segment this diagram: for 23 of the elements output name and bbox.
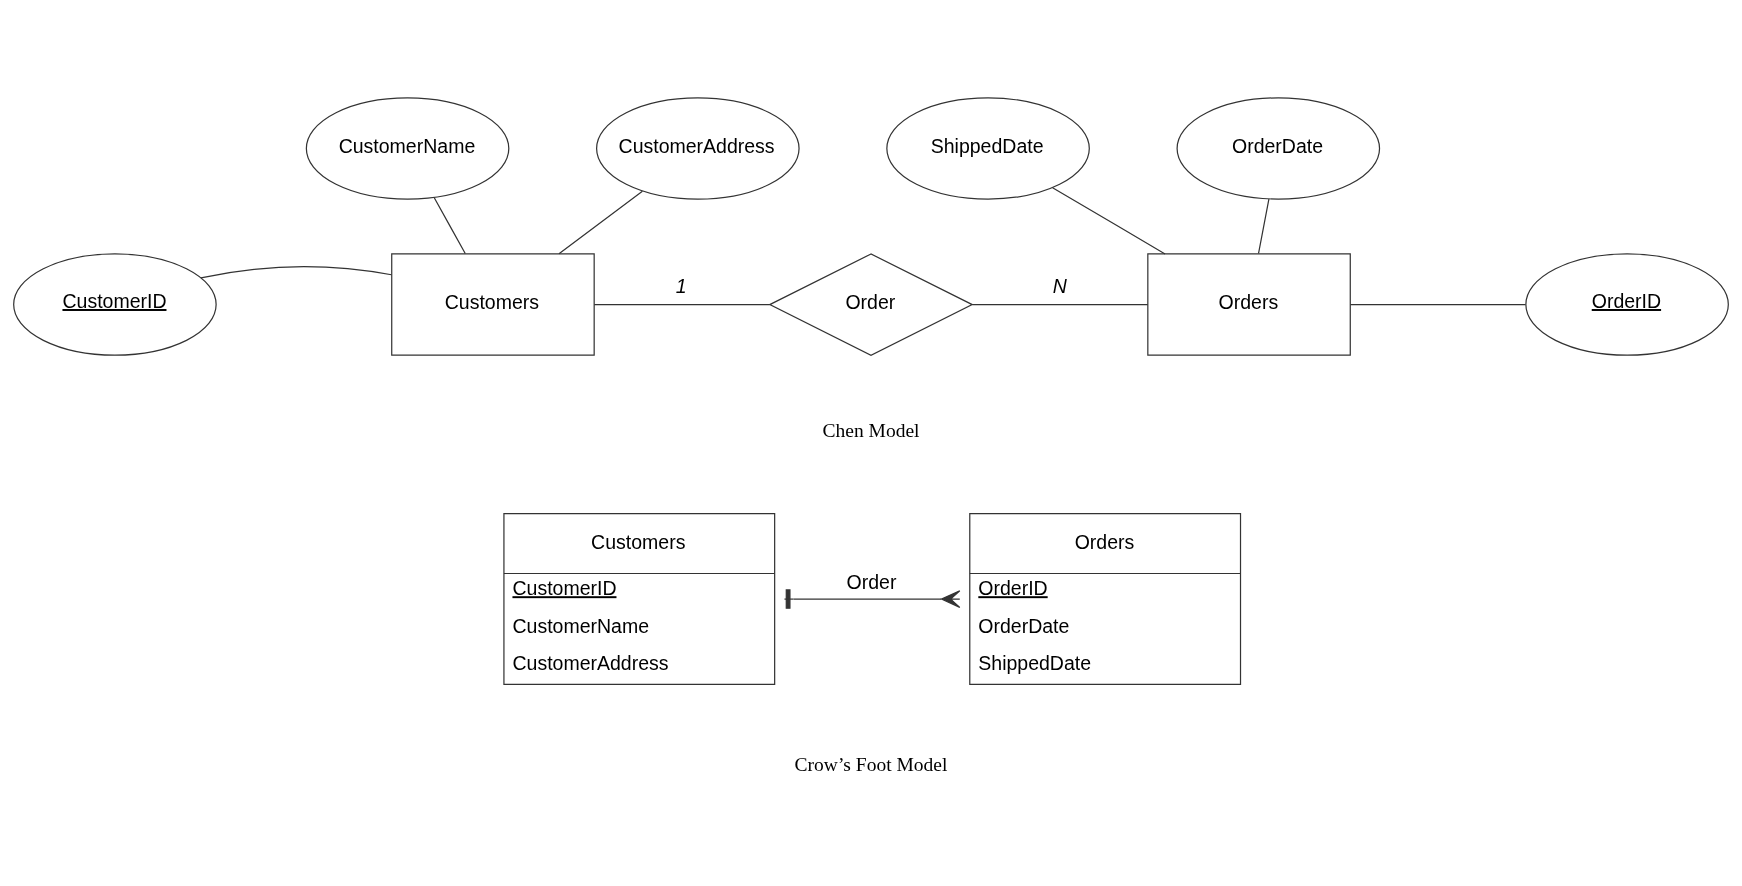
connector — [593, 303, 771, 306]
connector — [971, 303, 1149, 306]
connector — [1257, 198, 1270, 255]
node-ellipse: OrderDate — [1176, 97, 1381, 200]
node-ellipse: CustomerName — [305, 97, 510, 200]
connector — [433, 196, 466, 255]
node-box: Customers — [391, 253, 595, 356]
label: Chen Model — [822, 419, 920, 441]
node-box: Orders — [1147, 253, 1351, 356]
node-ellipse: CustomerID — [13, 253, 217, 356]
connector — [200, 266, 393, 279]
label: Crow’s Foot Model — [794, 753, 948, 775]
connector — [1349, 303, 1527, 306]
edge-label: Order — [846, 571, 897, 594]
connector — [1052, 187, 1166, 255]
edge-label: N — [1052, 275, 1067, 298]
edge-label: 1 — [675, 275, 687, 298]
node-ellipse: OrderID — [1525, 253, 1729, 356]
node-ellipse: CustomerAddress — [596, 97, 800, 200]
node-diamond: Order — [768, 253, 974, 356]
connector — [558, 190, 643, 255]
connector — [783, 589, 961, 609]
node-ellipse: ShippedDate — [886, 97, 1090, 200]
